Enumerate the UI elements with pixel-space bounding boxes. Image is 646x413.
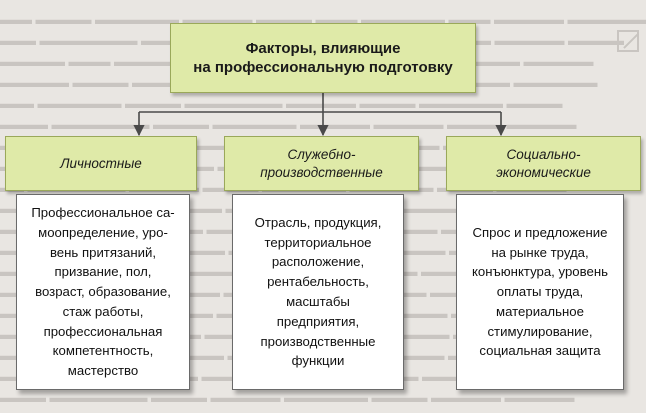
detail-box-personal: Профессиональное са- моопределение, уро-… [16,194,190,390]
category-box-socioeconomic: Социально- экономические [446,136,641,191]
detail-text-personal: Профессиональное са- моопределение, уро-… [31,204,175,379]
category-label-service: Служебно- производственные [260,146,383,180]
category-box-service: Служебно- производственные [224,136,419,191]
detail-text-socioeconomic: Спрос и предложение на рынке труда, конъ… [472,224,608,359]
diagram-title-box: Факторы, влияющие на профессиональную по… [170,23,476,93]
diagram-title: Факторы, влияющие на профессиональную по… [193,40,453,76]
detail-box-service: Отрасль, продукция, территориальное расп… [232,194,404,390]
detail-text-service: Отрасль, продукция, территориальное расп… [254,214,382,369]
category-box-personal: Личностные [5,136,197,191]
category-label-socioeconomic: Социально- экономические [496,146,591,180]
category-label-personal: Личностные [60,155,142,171]
pencil-note-icon [617,30,639,52]
detail-box-socioeconomic: Спрос и предложение на рынке труда, конъ… [456,194,624,390]
